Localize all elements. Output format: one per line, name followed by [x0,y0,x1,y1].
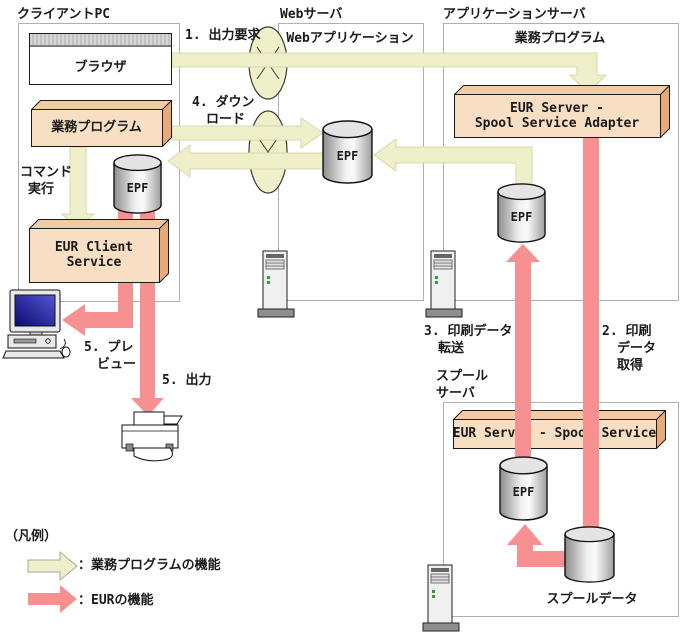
download-request-arrow [171,117,324,149]
desktop-pc-icon [2,287,74,365]
output-request-arrow [171,52,608,94]
legend-eur-function-label: ：EURの機能 [78,593,154,608]
legend-program-arrow [27,550,78,582]
epf-label: EPF [126,181,149,195]
server-tower-icon [425,250,463,322]
app-server-title: アプリケーションサーバ [443,7,586,22]
epf-cylinder-client: EPF [113,154,162,214]
legend-title: （凡例） [5,529,58,544]
spool-service-adapter-label: Spool Service Adapter [474,115,640,131]
browser-window: ブラウザ [29,33,172,85]
browser-titlebar [30,34,171,47]
web-server-title: Webサーバ [280,7,343,22]
print-label: 5. 出力 [162,373,212,388]
spool-data-label: スプールデータ [546,592,638,607]
epf-cylinder-web: EPF [322,120,373,184]
spool-server-title: スプール サーバ [436,369,489,401]
spool-data-cylinder [564,526,615,583]
print-data-acquire-band [583,138,599,530]
browser-label: ブラウザ [74,59,127,75]
epf-transfer-arrow [373,138,533,186]
web-application-label: Webアプリケーション [286,31,414,46]
spool-service-box: EUR Server - Spool Service [452,409,667,450]
epf-label: EPF [510,210,533,224]
epf-label: EPF [336,148,359,163]
preview-label: 5. プレ ビュー [84,340,137,372]
epf-label: EPF [512,485,535,500]
spool-to-epf-arrow [507,524,565,567]
printer-icon [119,411,187,469]
legend-eur-arrow [28,585,77,613]
acquire-label: 2. 印刷 データ 取得 [602,324,657,373]
epf-cylinder-spool: EPF [499,456,548,521]
spool-service-adapter-label: EUR Server - [510,100,604,116]
server-tower-icon [422,564,460,636]
epf-cylinder-app: EPF [497,183,546,243]
spool-service-adapter-box: EUR Server - Spool Service Adapter [453,84,671,139]
print-arrow [131,205,164,416]
app-business-program-label: 業務プログラム [514,31,606,46]
eur-client-service-label: Service [66,255,122,270]
command-exec-label: コマンド 実行 [20,165,73,197]
download-label: 4. ダウン ロード [192,95,255,127]
client-pc-title: クライアントPC [17,7,111,22]
spool-service-label: EUR Server - Spool Service [452,426,657,441]
transfer-label: 3. 印刷データ 転送 [424,324,513,356]
print-data-transfer-band [506,244,540,464]
legend-program-function-label: ：業務プログラムの機能 [78,558,221,573]
server-tower-icon [257,250,295,322]
output-request-label: 1. 出力要求 [185,28,261,43]
business-program-box: 業務プログラム [30,99,173,148]
eur-client-service-box: EUR Client Service [28,218,170,284]
eur-client-service-label: EUR Client [54,240,134,255]
business-program-label: 業務プログラム [51,120,142,135]
